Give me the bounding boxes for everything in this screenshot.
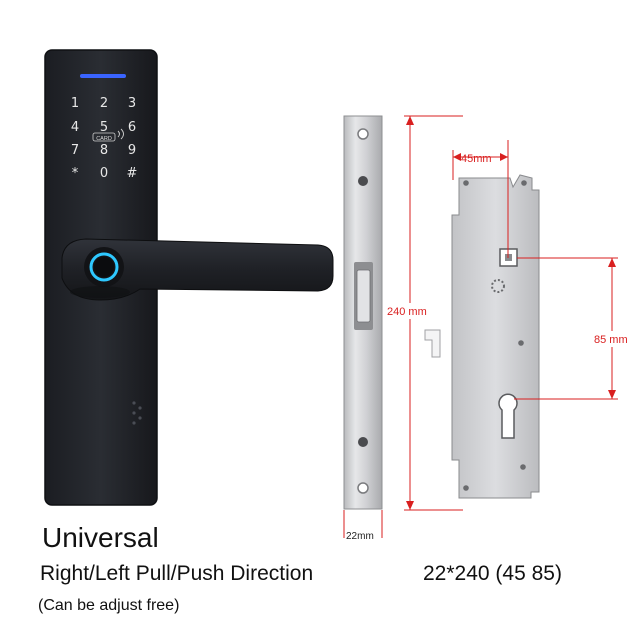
- center-label-bg: [591, 331, 639, 347]
- key-7[interactable]: 7: [71, 143, 79, 158]
- card-reader-badge: [92, 132, 116, 142]
- key-5[interactable]: 5: [100, 120, 108, 135]
- rivet-4: [463, 485, 469, 491]
- rivet-1: [463, 180, 469, 186]
- key-2[interactable]: 2: [100, 96, 108, 111]
- keypad: 1 2 3 4 5 6 CARD 7 8 9 * 0 #: [71, 96, 138, 181]
- center-distance-label: 85 mm: [594, 334, 628, 346]
- rivet-5: [520, 464, 526, 470]
- key-0[interactable]: 0: [100, 166, 108, 181]
- screw-top: [358, 176, 368, 186]
- key-cover-dots: [132, 401, 142, 425]
- indicator-light: [80, 74, 126, 78]
- handle-lever[interactable]: [61, 238, 334, 301]
- handle-base: [70, 286, 130, 298]
- length-label: 240 mm: [387, 306, 427, 318]
- rivet-2: [521, 180, 527, 186]
- key-1[interactable]: 1: [71, 96, 79, 111]
- fingerprint-sensor[interactable]: [94, 257, 114, 277]
- smart-lock: 1 2 3 4 5 6 CARD 7 8 9 * 0 #: [44, 49, 334, 506]
- key-star[interactable]: *: [72, 166, 79, 181]
- key-4[interactable]: 4: [71, 120, 79, 135]
- key-9[interactable]: 9: [128, 143, 136, 158]
- door-handle[interactable]: [61, 238, 334, 301]
- key-hash[interactable]: #: [127, 166, 138, 181]
- faceplate-width-label: 22mm: [346, 531, 374, 542]
- caption-note: (Can be adjust free): [38, 597, 180, 614]
- caption-direction: Right/Left Pull/Push Direction: [40, 562, 314, 585]
- caption-title: Universal: [42, 522, 159, 553]
- key-8[interactable]: 8: [100, 143, 108, 158]
- dimension-lines: [343, 115, 618, 538]
- screw-mid: [358, 437, 368, 447]
- key-3[interactable]: 3: [128, 96, 136, 111]
- rivet-3: [518, 340, 524, 346]
- caption-size: 22*240 (45 85): [423, 562, 562, 585]
- mortise-body: [424, 174, 540, 499]
- card-label: CARD: [96, 136, 112, 142]
- mortise-faceplate: [343, 115, 383, 510]
- cylinder-cutout: [498, 393, 518, 439]
- screw-hole-bottom: [357, 482, 369, 494]
- screw-hole-top: [357, 128, 369, 140]
- deadbolt-tab: [424, 329, 441, 358]
- mortise-case: [451, 174, 540, 499]
- latch-bolt: [356, 269, 371, 323]
- card-wave-icon: [117, 128, 124, 140]
- gear-icon: [491, 279, 505, 293]
- length-label-bg: [383, 303, 417, 319]
- backset-label: 45mm: [461, 153, 492, 165]
- fingerprint-ring: [89, 252, 119, 282]
- key-6[interactable]: 6: [128, 120, 136, 135]
